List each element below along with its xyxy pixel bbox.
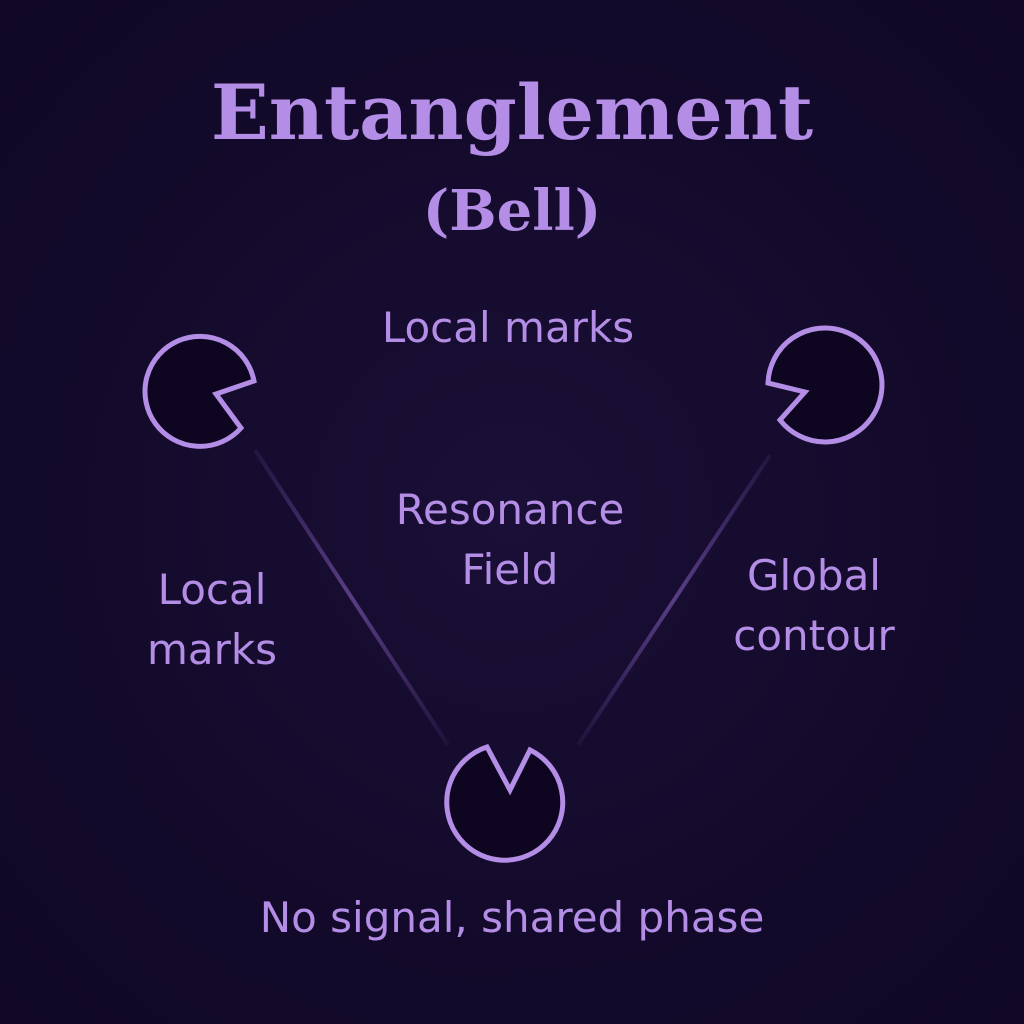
node-left-pacman-icon <box>142 333 257 449</box>
label-right-line2: contour <box>733 611 895 660</box>
label-center: Resonance Field <box>360 480 660 600</box>
node-bottom-pacman-icon <box>444 743 566 863</box>
edge-right <box>576 453 772 747</box>
subtitle: (Bell) <box>422 178 602 244</box>
label-top: Local marks <box>381 303 635 352</box>
label-bottom: No signal, shared phase <box>259 893 765 942</box>
label-center-line1: Resonance <box>395 485 625 534</box>
label-right-line1: Global <box>747 551 881 600</box>
title: Entanglement <box>210 68 814 157</box>
label-right: Global contour <box>700 546 928 666</box>
node-right-pacman-icon <box>765 325 885 445</box>
label-center-line2: Field <box>461 545 559 594</box>
edge-left <box>253 448 450 747</box>
label-left-line2: marks <box>146 625 278 674</box>
label-left-line1: Local <box>157 565 267 614</box>
label-left: Local marks <box>112 560 312 680</box>
